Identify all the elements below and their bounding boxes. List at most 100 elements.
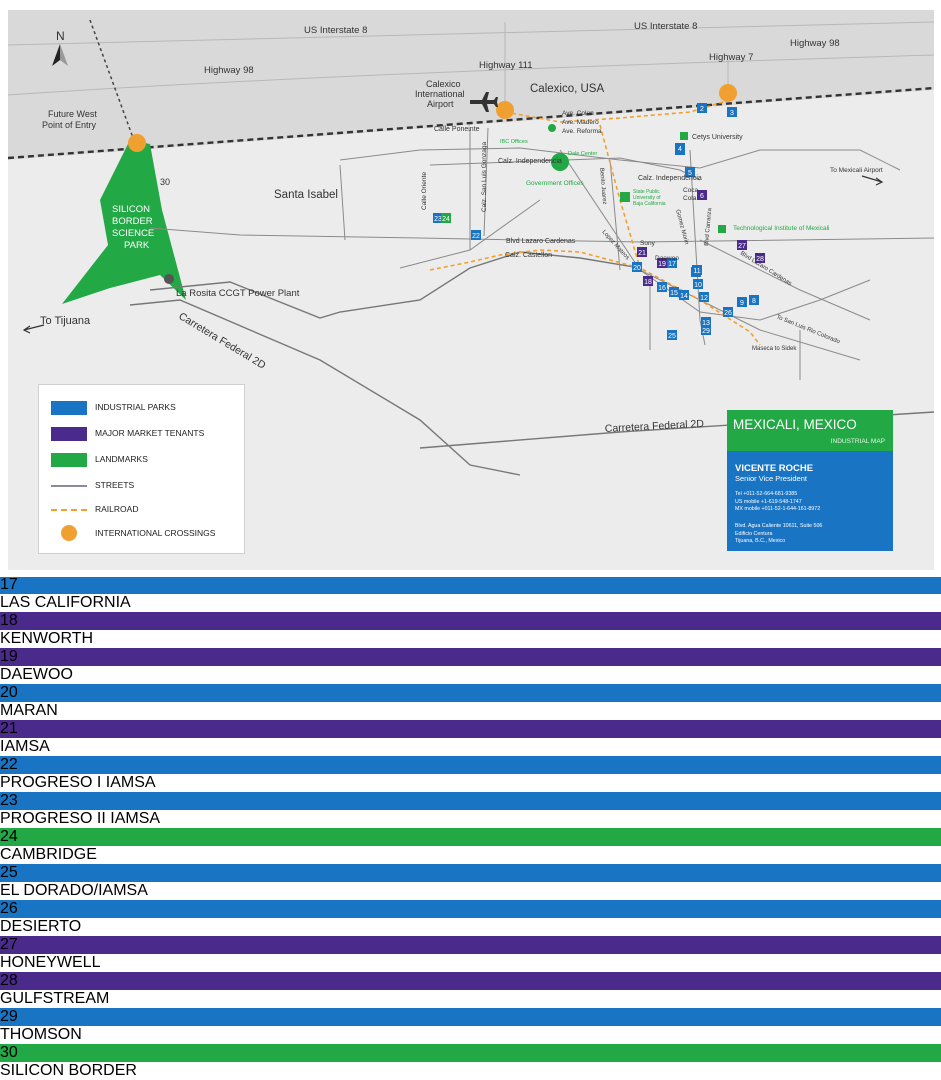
carretera-2d-label: Carretera Federal 2D bbox=[605, 418, 705, 435]
coca-cola-label: Coca bbox=[683, 187, 699, 194]
map-marker-13 bbox=[701, 317, 711, 327]
map-marker-10 bbox=[693, 279, 703, 289]
maseca-label: Maseca to Sidek bbox=[752, 346, 797, 352]
map-marker-number: 21 bbox=[638, 250, 646, 257]
map-marker-14 bbox=[679, 290, 689, 300]
blvd-lazaro-label: Blvd Lazaro Cardenas bbox=[506, 238, 576, 245]
legend-label: STREETS bbox=[95, 480, 135, 490]
map-marker-26 bbox=[723, 307, 733, 317]
ave-reforma-label: Ave. Reforma bbox=[562, 128, 602, 135]
ave-colon-label: Ave. Colon bbox=[562, 110, 594, 117]
legend-landmarks: LANDMARKS bbox=[39, 451, 244, 471]
street-benito-juarez bbox=[609, 159, 621, 271]
map-marker-number: 10 bbox=[694, 282, 702, 289]
highway-98-road bbox=[7, 54, 935, 96]
map-marker-9 bbox=[737, 297, 747, 307]
legend-swatch bbox=[51, 427, 87, 441]
street-san-luis-gonzaga bbox=[483, 127, 489, 237]
calexico-airport-label: Calexico bbox=[426, 79, 461, 89]
to-airport-arrow-icon bbox=[861, 175, 884, 186]
tech-institute-landmark bbox=[718, 225, 726, 233]
map-marker-5 bbox=[685, 167, 695, 177]
map-marker-number: 14 bbox=[680, 293, 688, 300]
contact-name: VICENTE ROCHE bbox=[735, 463, 814, 474]
calexico-crossing-marker bbox=[496, 101, 514, 119]
map-marker-number: 3 bbox=[730, 110, 734, 117]
calle-oriente-label: Calle Oriente bbox=[421, 172, 428, 210]
map-marker-17 bbox=[667, 258, 677, 268]
index-number-badge: 27 bbox=[0, 936, 941, 954]
coca-cola-label: Cola bbox=[683, 195, 697, 202]
daewoo-label: Daewoo bbox=[655, 255, 679, 262]
contact-address: Blvd. Agua Caliente 10611, Suite 506 Edi… bbox=[735, 523, 822, 546]
index-number-badge: 30 bbox=[0, 1044, 941, 1062]
index-name: IAMSA bbox=[0, 738, 50, 755]
index-name: HONEYWELL bbox=[0, 954, 101, 971]
map-marker-number: 23 bbox=[434, 216, 442, 223]
map-marker-number: 22 bbox=[472, 233, 480, 240]
index-name: DAEWOO bbox=[0, 666, 73, 683]
santa-isabel-label: Santa Isabel bbox=[274, 189, 338, 201]
calle-poneinte-label: Calle Poneinte bbox=[434, 126, 480, 133]
to-mexicali-airport-label: To Mexicali Airport bbox=[830, 167, 883, 174]
legend-label: LANDMARKS bbox=[95, 454, 148, 464]
la-rosita-label: La Rosita CCGT Power Plant bbox=[176, 288, 300, 299]
index-name: PROGRESO I IAMSA bbox=[0, 774, 156, 791]
contact-role: Senior Vice President bbox=[735, 474, 807, 483]
highway-98-label: Highway 98 bbox=[204, 65, 254, 76]
silicon-border-park-area bbox=[62, 140, 186, 304]
legend-label: MAJOR MARKET TENANTS bbox=[95, 428, 205, 438]
silicon-park-label: SILICON bbox=[112, 204, 150, 215]
north-arrow-icon bbox=[52, 44, 60, 66]
us-interstate-8-label: US Interstate 8 bbox=[304, 25, 367, 36]
silicon-park-label: SCIENCE bbox=[112, 228, 154, 239]
index-number-badge: 22 bbox=[0, 756, 941, 774]
map-subtitle: INDUSTRIAL MAP bbox=[830, 438, 885, 445]
map-marker-20 bbox=[632, 262, 642, 272]
calexico-airport-label: Airport bbox=[427, 99, 454, 109]
government-offices-label: Government Offices bbox=[526, 180, 584, 187]
highway-7-crossing-marker bbox=[719, 84, 737, 102]
ibc-offices-label: IBC Offices bbox=[500, 139, 528, 145]
highway-98-label: Highway 98 bbox=[790, 38, 840, 49]
map-marker-number: 16 bbox=[658, 285, 666, 292]
street-santa-isabel bbox=[339, 164, 346, 241]
future-crossing-dotted-line bbox=[89, 19, 137, 147]
state-university-label: State Public bbox=[633, 189, 660, 195]
calz-independencia-label: Calz. Independencia bbox=[638, 175, 702, 182]
contact-address-line: Blvd. Agua Caliente 10611, Suite 506 bbox=[735, 523, 823, 529]
map-marker-3 bbox=[727, 107, 737, 117]
map-marker-8 bbox=[749, 295, 759, 305]
street-to-san-luis bbox=[699, 239, 871, 321]
west-crossing-marker bbox=[128, 134, 146, 152]
us-interstate-8-label: US Interstate 8 bbox=[634, 21, 697, 32]
map-marker-number: 25 bbox=[668, 333, 676, 340]
street-castellon bbox=[149, 251, 641, 319]
map-marker-16 bbox=[657, 282, 667, 292]
state-university-landmark bbox=[620, 192, 630, 202]
legend-swatch bbox=[61, 525, 77, 541]
map-marker-number: 13 bbox=[702, 320, 710, 327]
international-border bbox=[7, 86, 935, 160]
silicon-park-label: BORDER bbox=[112, 216, 153, 227]
map-marker-11 bbox=[692, 265, 702, 275]
state-university-label: Baja California bbox=[633, 201, 666, 207]
map-marker-12 bbox=[699, 292, 709, 302]
map-marker-number: 6 bbox=[700, 193, 704, 200]
map-marker-21 bbox=[637, 247, 647, 257]
contact-mx-mobile: MX mobile +011-52-1-644-161-8972 bbox=[735, 506, 821, 512]
map-marker-19 bbox=[657, 258, 667, 268]
index-number-badge: 18 bbox=[0, 612, 941, 630]
index-name: THOMSON bbox=[0, 1026, 82, 1043]
map-marker-15 bbox=[669, 287, 679, 297]
contact-phones: Tel +011-52-664-681-9385 US mobile +1-61… bbox=[735, 491, 820, 514]
index-name: EL DORADO/IAMSA bbox=[0, 882, 148, 899]
map-marker-2 bbox=[697, 103, 707, 113]
carretera-federal-2d-west bbox=[129, 299, 521, 476]
index-number-badge: 28 bbox=[0, 972, 941, 990]
